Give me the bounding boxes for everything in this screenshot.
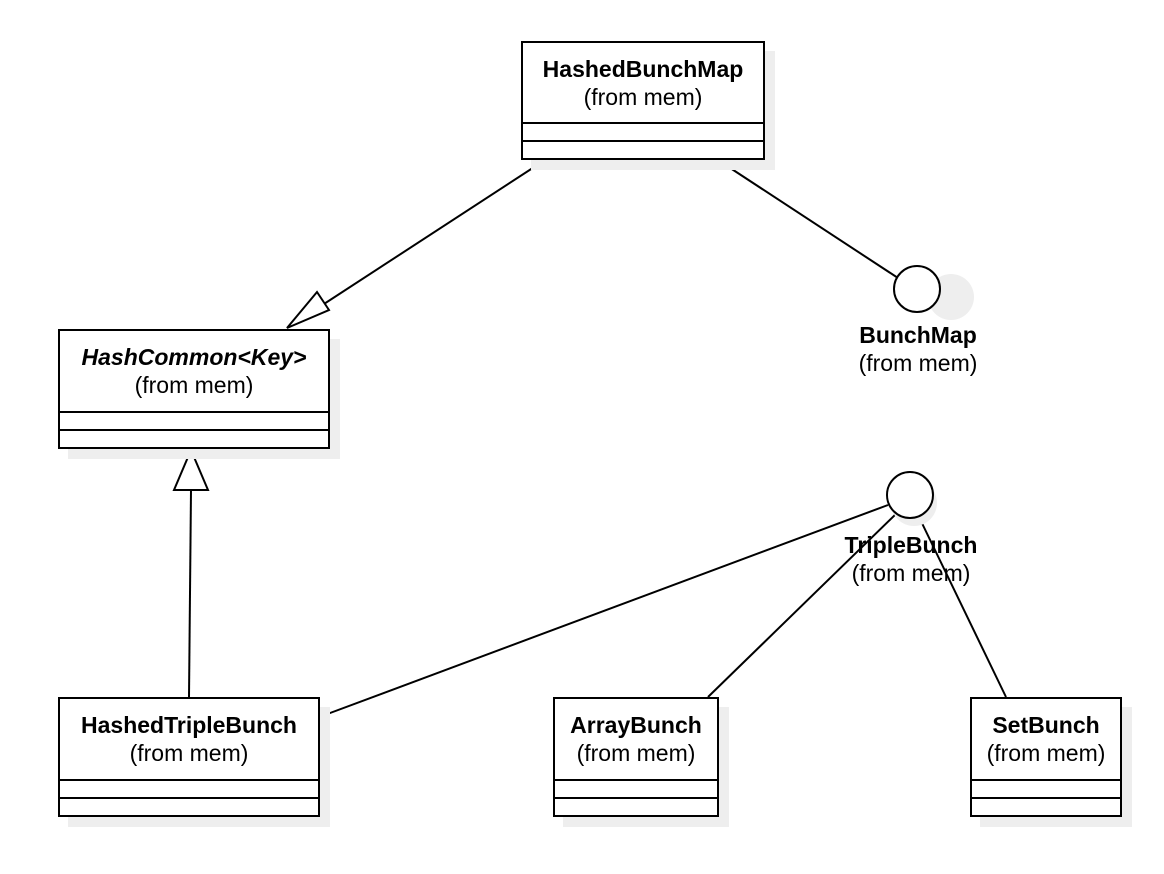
realization-line-hashedtriplebunch-triplebunch: [321, 504, 889, 717]
triplebunch-interface-icon[interactable]: [886, 471, 934, 519]
class-name: HashedBunchMap: [542, 55, 744, 82]
operations-compartment: [972, 799, 1120, 817]
attributes-compartment: [60, 413, 328, 431]
class-arraybunch[interactable]: ArrayBunch (from mem): [553, 697, 719, 817]
realization-line-hashedbunchmap-bunchmap: [717, 159, 899, 279]
class-name: SetBunch: [992, 712, 1100, 738]
interface-package: (from mem): [851, 560, 971, 586]
class-header: HashedTripleBunch (from mem): [60, 699, 318, 781]
attributes-compartment: [523, 124, 763, 142]
attributes-compartment: [60, 781, 318, 799]
generalization-line-hashedtriplebunch-hashcommon: [188, 489, 192, 698]
class-package: (from mem): [576, 740, 696, 766]
operations-compartment: [523, 142, 763, 160]
bunchmap-interface-icon[interactable]: [893, 265, 941, 313]
generalization-arrowhead-hashcommon-bottom: [172, 447, 210, 491]
operations-compartment: [555, 799, 717, 817]
class-package: (from mem): [986, 740, 1106, 766]
class-hashedbunchmap[interactable]: HashedBunchMap (from mem): [521, 41, 765, 160]
interface-label-bunchmap: BunchMap (from mem): [838, 321, 998, 377]
class-name: ArrayBunch: [570, 712, 702, 738]
class-package: (from mem): [583, 83, 703, 110]
interface-name: BunchMap: [859, 322, 977, 348]
class-setbunch[interactable]: SetBunch (from mem): [970, 697, 1122, 817]
operations-compartment: [60, 431, 328, 449]
class-package: (from mem): [129, 740, 249, 766]
class-header: HashedBunchMap (from mem): [523, 43, 763, 124]
class-header: ArrayBunch (from mem): [555, 699, 717, 781]
class-hashedtriplebunch[interactable]: HashedTripleBunch (from mem): [58, 697, 320, 817]
class-name: HashedTripleBunch: [81, 712, 297, 738]
class-hashcommon[interactable]: HashCommon<Key> (from mem): [58, 329, 330, 449]
class-header: SetBunch (from mem): [972, 699, 1120, 781]
generalization-line-hashedbunchmap-hashcommon: [303, 159, 546, 318]
class-header: HashCommon<Key> (from mem): [60, 331, 328, 413]
realization-line-setbunch-triplebunch: [918, 516, 1007, 698]
class-name: HashCommon<Key>: [81, 344, 307, 370]
attributes-compartment: [555, 781, 717, 799]
class-package: (from mem): [134, 372, 254, 398]
operations-compartment: [60, 799, 318, 817]
attributes-compartment: [972, 781, 1120, 799]
interface-package: (from mem): [858, 350, 978, 376]
interface-name: TripleBunch: [844, 532, 978, 558]
realization-line-arraybunch-triplebunch: [707, 511, 899, 698]
generalization-arrowhead-hashcommon-top: [286, 290, 331, 329]
interface-label-triplebunch: TripleBunch (from mem): [831, 531, 991, 587]
